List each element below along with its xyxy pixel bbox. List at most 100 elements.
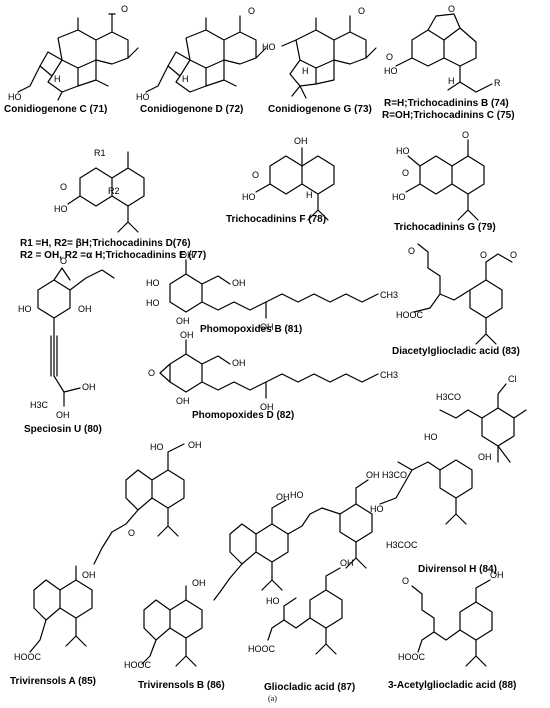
atom-label: O (480, 250, 487, 260)
atom-label: O (128, 528, 135, 538)
atom-label: HOOC (398, 652, 426, 662)
caption-83: Diacetylgliocladic acid (83) (392, 346, 520, 357)
caption-71: Conidiogenone C (71) (4, 104, 108, 115)
atom-label: O (408, 246, 415, 256)
structure-diacetylgliocladic-acid: O O O HOOC (396, 243, 517, 345)
atom-label: OH (490, 570, 504, 580)
caption-82: Phomopoxides D (82) (192, 410, 295, 421)
atom-label: O (402, 576, 409, 586)
structure-phomopoxides-b: OH HO HO OH OH OH CH3 (146, 250, 398, 332)
atom-label: OH (56, 410, 70, 420)
caption-88: 3-Acetylgliocladic acid (88) (388, 680, 517, 691)
atom-label: HO (262, 42, 276, 52)
atom-label: R2 (108, 186, 120, 196)
caption-79: Trichocadinins G (79) (394, 222, 496, 233)
caption-74: R=H;Trichocadinins B (74) (384, 98, 509, 109)
atom-label: R (494, 78, 501, 88)
caption-73: Conidiogenone G (73) (268, 104, 372, 115)
structure-3-acetylgliocladic-acid: OH O HOOC (398, 570, 504, 667)
atom-label: HO (8, 92, 22, 102)
atom-label: O (402, 168, 409, 178)
atom-label: O (248, 6, 255, 16)
structure-conidiogenone-d: O HO H (136, 6, 267, 102)
atom-label: O (60, 182, 67, 192)
atom-label: OH (294, 136, 308, 146)
atom-label: OH (180, 330, 194, 340)
atom-label: R1 (94, 148, 106, 158)
atom-label: HO (242, 192, 256, 202)
atom-label: HOOC (124, 660, 152, 670)
atom-label: HO (146, 298, 160, 308)
structure-trivirensols-a: HO OH O OH HOOC (14, 440, 202, 662)
atom-label: OH (82, 382, 96, 392)
structure-conidiogenone-g: O HO H (262, 6, 377, 99)
caption-76: R1 =H, R2= βH;Trichocadinins D(76) (20, 238, 191, 249)
atom-label: OH (78, 304, 92, 314)
atom-label: OH (478, 452, 492, 462)
atom-label: HO (384, 66, 398, 76)
atom-label: H3CO (436, 392, 461, 402)
atom-label: HO (424, 432, 438, 442)
structure-conidiogenone-c: O HO H (8, 4, 139, 102)
atom-label: HOOC (14, 652, 42, 662)
atom-label: O (148, 368, 155, 378)
atom-label: OH (260, 322, 274, 332)
atom-label: OH (180, 250, 194, 260)
atom-label: H (54, 74, 61, 84)
atom-label: O (252, 170, 259, 180)
atom-label: HO (18, 304, 32, 314)
atom-label: OH (232, 278, 246, 288)
atom-label: OH (176, 316, 190, 326)
caption-81: Phomopoxides B (81) (200, 324, 303, 335)
caption-75: R=OH;Trichocadinins C (75) (382, 110, 515, 121)
atom-label: HO (266, 596, 280, 606)
atom-label: H3CO (382, 470, 407, 480)
atom-label: O (510, 250, 517, 260)
caption-84: Divirensol H (84) (418, 564, 497, 575)
atom-label: H (306, 190, 313, 200)
atom-label: OH (340, 558, 354, 568)
caption-80: Speciosin U (80) (24, 424, 102, 435)
atom-label: OH (366, 470, 380, 480)
atom-label: O (60, 256, 67, 266)
structure-divirensol-h: Cl H3CO HO OH H3CO HO H3COC (370, 374, 527, 550)
atom-label: HO (136, 92, 150, 102)
atom-label: O (448, 4, 455, 14)
atom-label: O (386, 52, 393, 62)
atom-label: H (182, 74, 189, 84)
caption-87: Gliocladic acid (87) (264, 682, 356, 693)
atom-label: HO (370, 504, 384, 514)
atom-label: HO (146, 278, 160, 288)
atom-label: HOOC (248, 644, 276, 654)
atom-label: OH (192, 578, 206, 588)
structure-speciosin-u: O HO OH H3C OH OH (18, 256, 115, 420)
atom-label: OH (82, 570, 96, 580)
figure-panel-label: (a) (268, 694, 277, 703)
structure-trichocadinins-d-e: R1 R2 HO O (54, 148, 145, 233)
structure-trivirensols-b: OH OH HOOC HO OH (124, 470, 380, 670)
caption-78: Trichocadinins F (78) (226, 214, 327, 225)
atom-label: CH3 (380, 290, 398, 300)
caption-72: Conidiogenone D (72) (140, 104, 244, 115)
atom-label: HO (396, 146, 410, 156)
atom-label: H3COC (386, 540, 418, 550)
atom-label: O (121, 4, 128, 14)
atom-label: OH (260, 402, 274, 412)
structure-trichocadinins-b-c: O HO O H R (384, 4, 501, 93)
caption-77: R2 = OH, R2 =α H;Trichocadinins E (77) (20, 250, 207, 261)
atom-label: HOOC (396, 310, 424, 320)
atom-label: HO (392, 192, 406, 202)
atom-label: CH3 (380, 370, 398, 380)
structure-gliocladic-acid: OH HO HOOC (248, 558, 354, 655)
atom-label: Cl (508, 374, 517, 384)
structure-trichocadinins-g: O HO HO O (392, 130, 485, 221)
structure-phomopoxides-d: OH O OH OH OH CH3 (148, 330, 398, 412)
atom-label: HO (150, 442, 164, 452)
atom-label: OH (276, 492, 290, 502)
caption-86: Trivirensols B (86) (138, 680, 225, 691)
atom-label: HO (54, 204, 68, 214)
atom-label: H (448, 76, 455, 86)
atom-label: O (462, 130, 469, 140)
